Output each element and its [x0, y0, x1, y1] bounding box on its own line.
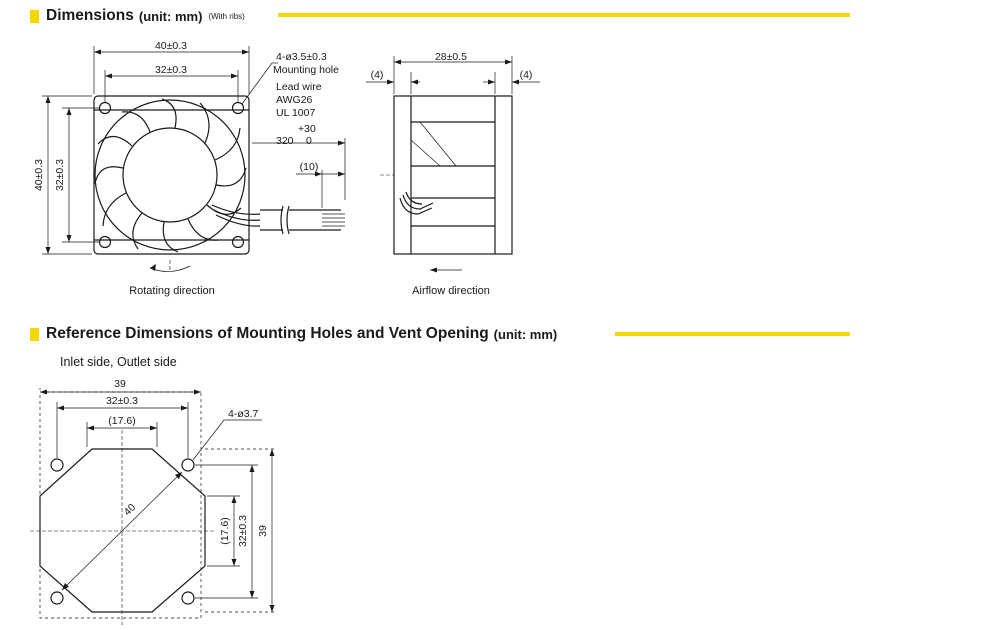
- ref-top-inner-label: (17.6): [108, 415, 135, 427]
- ref-right-outer-label: 39: [257, 525, 269, 537]
- width-outer-label: 40±0.3: [155, 40, 187, 52]
- rib-right-label: (4): [520, 69, 533, 81]
- lead-wire-label: Lead wire: [276, 81, 322, 93]
- mounting-hole-bl: [98, 235, 112, 249]
- awg-label: AWG26: [276, 94, 313, 106]
- strip-length-label: (10): [300, 161, 319, 173]
- ref-right-mid-label: 32±0.3: [237, 515, 249, 547]
- depth-label: 28±0.5: [435, 51, 467, 63]
- lead-length-label: 320: [276, 135, 294, 147]
- hole-spec-label: 4-ø3.5±0.3: [276, 51, 327, 63]
- reference-title: Reference Dimensions of Mounting Holes a…: [46, 325, 489, 342]
- hole-name-label: Mounting hole: [273, 64, 339, 76]
- dimensions-unit: (unit: mm): [138, 8, 203, 24]
- height-outer-label: 40±0.3: [33, 159, 45, 191]
- width-inner-label: 32±0.3: [155, 64, 187, 76]
- reference-subtitle: Inlet side, Outlet side: [60, 355, 177, 369]
- reference-header-rule: [615, 332, 850, 336]
- header-marker-square: [30, 9, 39, 23]
- ref-hole-br: [181, 591, 195, 605]
- ref-hole-tl: [50, 458, 64, 472]
- dimensions-title: Dimensions: [46, 7, 134, 24]
- ref-diagonal-label: 40: [122, 501, 139, 518]
- mounting-hole-br: [231, 235, 245, 249]
- dimensions-note: (With ribs): [208, 11, 245, 21]
- fan-side-view: [366, 56, 540, 273]
- reference-dimensions: [39, 388, 276, 613]
- ul-label: UL 1007: [276, 107, 315, 119]
- fan-front-view: [42, 46, 346, 272]
- airflow-direction-label: Airflow direction: [412, 285, 490, 297]
- reference-unit: (unit: mm): [493, 326, 558, 342]
- ref-right-inner-label: (17.6): [219, 517, 231, 544]
- height-inner-label: 32±0.3: [54, 159, 66, 191]
- ref-hole-spec-label: 4-ø3.7: [228, 408, 259, 420]
- ref-hole-bl: [50, 591, 64, 605]
- fan-blades: [94, 98, 247, 253]
- mounting-hole-tl: [98, 101, 112, 115]
- rotating-direction-label: Rotating direction: [129, 285, 215, 297]
- lead-tolerance-plus: +30: [298, 123, 316, 135]
- reference-header: Reference Dimensions of Mounting Holes a…: [30, 324, 557, 344]
- mounting-hole-tr: [231, 101, 245, 115]
- ref-top-outer-label: 39: [114, 378, 126, 390]
- ref-hole-tr: [181, 458, 195, 472]
- dimensions-header-rule: [278, 13, 850, 17]
- rotor-hub: [122, 127, 218, 223]
- header-marker-square: [30, 327, 39, 341]
- dimensions-header: Dimensions (unit: mm) (With ribs): [30, 6, 245, 26]
- lead-wire: [211, 204, 345, 235]
- fan-dimension-drawing: 40±0.3 32±0.3 40±0.3 32±0.3 4-ø3.5±0.3 M…: [33, 40, 540, 297]
- lead-tolerance-zero: 0: [306, 135, 312, 147]
- rib-left-label: (4): [371, 69, 384, 81]
- ref-top-mid-label: 32±0.3: [106, 395, 138, 407]
